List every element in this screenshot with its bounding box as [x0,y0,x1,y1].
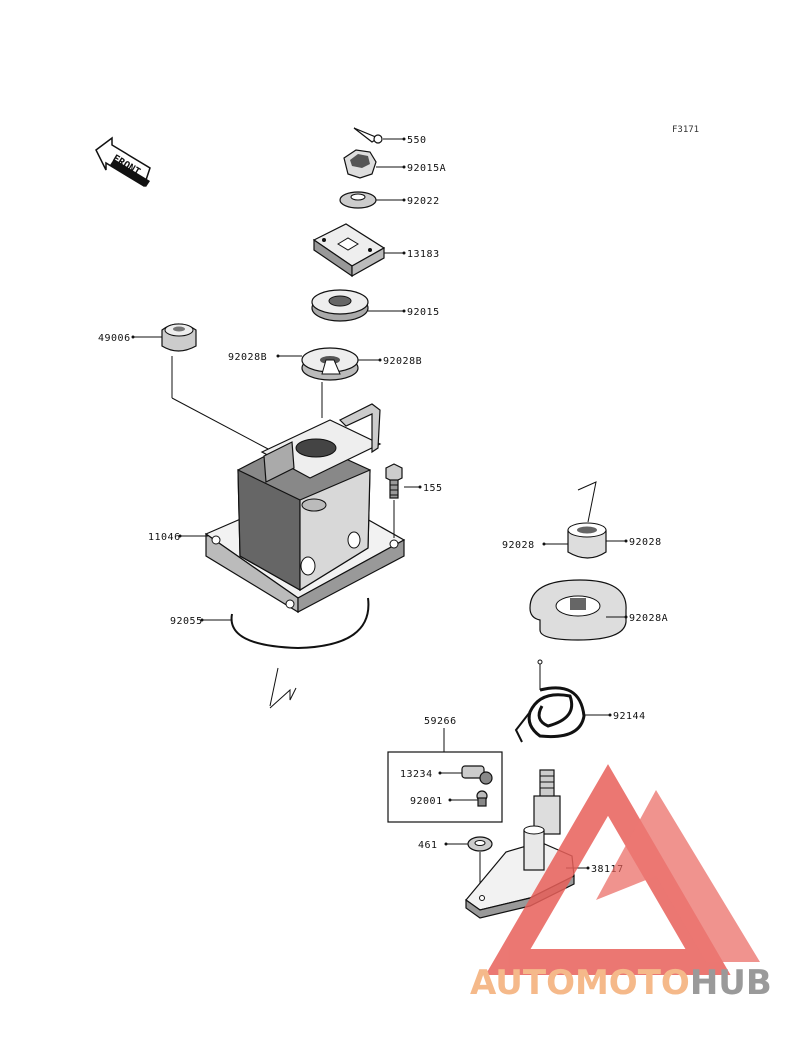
spring-92144 [514,659,612,743]
label-11046: 11046 [148,532,181,543]
bushing-92015 [311,289,406,322]
label-461: 461 [418,840,438,851]
label-92055: 92055 [170,616,203,627]
label-49006: 49006 [98,333,131,344]
kit-59266: 59266 [387,716,503,823]
label-92144: 92144 [613,711,646,722]
split-collar-92028b [276,347,382,418]
label-155: 155 [423,483,443,494]
front-arrow-icon: FRONT [95,136,151,188]
cotter-pin-550 [353,127,406,144]
castle-nut-92015a [343,149,406,179]
label-92022: 92022 [407,196,440,207]
label-92001: 92001 [410,796,443,807]
washer-92022 [339,191,406,209]
label-38117: 38117 [591,864,624,875]
label-92028b-right: 92028B [383,356,422,367]
steering-arm-38117 [465,769,590,919]
label-550: 550 [407,135,427,146]
label-92028a: 92028A [629,613,668,624]
label-92015a: 92015A [407,163,446,174]
label-92015: 92015 [407,307,440,318]
label-92028-left: 92028 [502,540,535,551]
rubber-cap-49006 [131,323,271,451]
watermark-logo [485,764,760,975]
label-59266: 59266 [424,716,457,727]
bushing-92028 [542,481,628,559]
watermark-text: AUTOMOTOHUB [470,963,772,1003]
o-ring-92055 [200,597,370,709]
plate-13183 [312,223,406,278]
label-92028b-left: 92028B [228,352,267,363]
bolt-155 [385,463,422,538]
label-13234: 13234 [400,769,433,780]
label-13183: 13183 [407,249,440,260]
washer-461 [444,836,493,892]
figure-code: F3171 [672,125,699,135]
steering-housing-11046 [178,403,406,614]
label-92028-right: 92028 [629,537,662,548]
collar-92028a [529,579,628,641]
